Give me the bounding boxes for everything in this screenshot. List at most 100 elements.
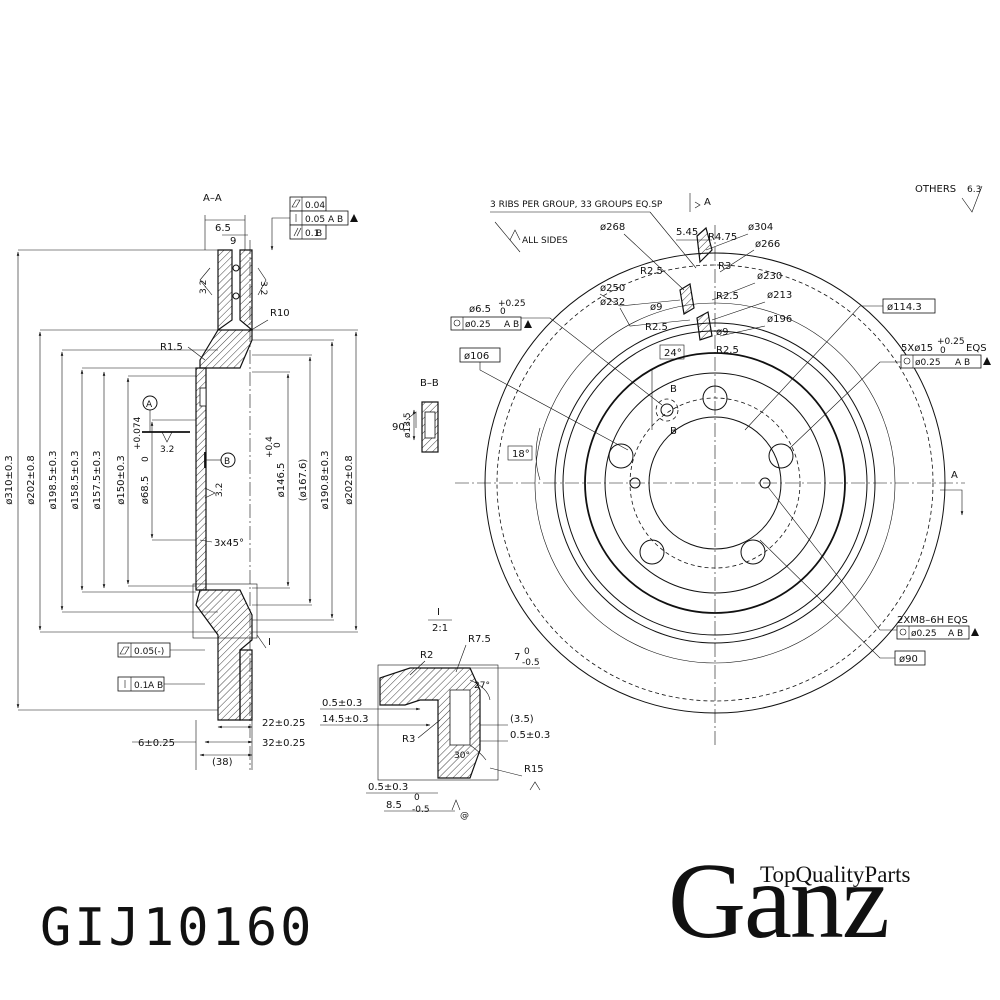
detail-dim-8-5-tol: -0.5 bbox=[412, 805, 430, 815]
datum-a-label: A bbox=[146, 400, 153, 410]
position-icon bbox=[453, 319, 461, 327]
dia-13-5: ø13.5 bbox=[403, 412, 413, 438]
others-value: 6.3 bbox=[967, 185, 981, 195]
dia-157-5: ø157.5±0.3 bbox=[92, 450, 103, 509]
angle-24: 24° bbox=[664, 348, 682, 359]
holes-5x-ref: A B bbox=[955, 358, 970, 368]
detail-r3: R3 bbox=[402, 734, 415, 745]
dia-190-8: ø190.8±0.3 bbox=[320, 450, 331, 509]
rough-a: 3.2 bbox=[160, 445, 174, 455]
gdt-runout2-value: 0.1 bbox=[134, 681, 148, 691]
gdt-runout-ref: A B bbox=[328, 215, 343, 225]
detail-dim-8-5-tol0: 0 bbox=[414, 793, 420, 803]
rough-right: 3.2 bbox=[258, 281, 268, 295]
brand-logo-name: Ganz bbox=[668, 842, 890, 961]
hole-6-5-gdt: ø0.25 bbox=[465, 320, 491, 330]
dia-268: ø268 bbox=[600, 222, 625, 233]
detail-dim-14-5: 14.5±0.3 bbox=[322, 714, 369, 725]
dia-230: ø230 bbox=[757, 271, 782, 282]
front-view: 3 RIBS PER GROUP, 33 GROUPS EQ.SP A ALL … bbox=[450, 184, 991, 745]
dia-202-left: ø202±0.8 bbox=[26, 455, 37, 505]
dia-114-3: ø114.3 bbox=[887, 302, 922, 313]
dia-90: ø90 bbox=[899, 654, 918, 665]
rough-b: 3.2 bbox=[215, 483, 225, 497]
detail-note: @ bbox=[460, 811, 469, 821]
detail-dim-7-tol0: 0 bbox=[524, 647, 530, 657]
ribs-note: 3 RIBS PER GROUP, 33 GROUPS EQ.SP bbox=[490, 200, 663, 210]
dia-68-5: ø68.5 bbox=[140, 476, 151, 504]
datum-b-label: B bbox=[224, 457, 230, 467]
detail-angle-30: 30° bbox=[454, 751, 470, 761]
brand-logo-tagline: TopQualityParts bbox=[760, 862, 911, 887]
dia-202-right: ø202±0.8 bbox=[344, 455, 355, 505]
r3-front: R3 bbox=[718, 261, 731, 272]
dia-146-5-tol0: 0 bbox=[273, 442, 283, 448]
detail-dim-0-5-b: 0.5±0.3 bbox=[510, 730, 550, 741]
detail-dim-7-tol: -0.5 bbox=[522, 658, 540, 668]
section-bb-title: B–B bbox=[420, 378, 439, 389]
detail-dim-8-5: 8.5 bbox=[386, 800, 402, 811]
thread-note: 2XM8–6H EQS bbox=[897, 615, 968, 626]
detail-i-view: I 2:1 R2 R7.5 7 -0.5 0 27° 0.5±0.3 14.5±… bbox=[320, 607, 550, 821]
hole-6-5-tol: +0.25 bbox=[498, 299, 526, 309]
dia-266: ø266 bbox=[755, 239, 780, 250]
holes-5x-gdt: ø0.25 bbox=[915, 358, 941, 368]
dia-150: ø150±0.3 bbox=[116, 455, 127, 505]
dia-250: ø250 bbox=[600, 283, 625, 294]
dia-304: ø304 bbox=[748, 222, 773, 233]
dia-146-5: ø146.5 bbox=[276, 463, 287, 498]
angle-90: 90° bbox=[392, 422, 410, 433]
holes-5x: 5Xø15 bbox=[901, 343, 933, 354]
angle-18: 18° bbox=[512, 449, 530, 460]
r1-5-label: R1.5 bbox=[160, 342, 183, 353]
detail-r7-5: R7.5 bbox=[468, 634, 491, 645]
holes-5x-eqs: EQS bbox=[966, 343, 987, 354]
r2-5-d: R2.5 bbox=[716, 345, 739, 356]
dia-310: ø310±0.3 bbox=[4, 455, 15, 505]
dia-68-5-tol0: 0 bbox=[141, 456, 151, 462]
r2-5-c: R2.5 bbox=[645, 322, 668, 333]
gdt-flat2-value: 0.05(-) bbox=[134, 647, 164, 657]
dia-198-5: ø198.5±0.3 bbox=[48, 450, 59, 509]
r4-75: R4.75 bbox=[708, 232, 737, 243]
dia-68-5-tol: +0.074 bbox=[133, 416, 143, 450]
part-number: GIJ10160 bbox=[40, 898, 315, 958]
parallel-icon bbox=[293, 227, 299, 237]
detail-i-scale: 2:1 bbox=[432, 623, 448, 634]
thread-ref: A B bbox=[948, 629, 963, 639]
detail-angle-27: 27° bbox=[474, 681, 490, 691]
dia-196: ø196 bbox=[767, 314, 792, 325]
dia-213: ø213 bbox=[767, 290, 792, 301]
hat-transition bbox=[199, 329, 253, 369]
dim-5-45: 5.45 bbox=[676, 227, 698, 238]
gdt-runout2-ref: A B bbox=[148, 681, 163, 691]
gdt-runout-value: 0.05 bbox=[305, 215, 325, 225]
all-sides-label: ALL SIDES bbox=[522, 236, 568, 246]
chamfer-label: 3x45° bbox=[214, 538, 244, 549]
detail-r2: R2 bbox=[420, 650, 433, 661]
dim-22: 22±0.25 bbox=[262, 718, 305, 729]
dia-9-b: ø9 bbox=[716, 327, 728, 338]
dim-9: 9 bbox=[230, 236, 236, 247]
r10-label: R10 bbox=[270, 308, 290, 319]
thread-gdt: ø0.25 bbox=[911, 629, 937, 639]
hole-6-5-tol0: 0 bbox=[500, 307, 506, 317]
section-a-label-right: A bbox=[951, 470, 958, 481]
dia-232: ø232 bbox=[600, 297, 625, 308]
dim-38: (38) bbox=[212, 757, 233, 768]
section-bb-view: B–B 90° ø13.5 bbox=[392, 378, 439, 453]
r2-5-b: R2.5 bbox=[716, 291, 739, 302]
hole-6-5: ø6.5 bbox=[469, 304, 491, 315]
hole-6-5-ref: A B bbox=[504, 320, 519, 330]
dim-6-5: 6.5 bbox=[215, 223, 231, 234]
detail-dim-7: 7 bbox=[514, 652, 520, 663]
gdt-parallel-value: 0.1 bbox=[305, 229, 319, 239]
rough-left: 3.2 bbox=[199, 280, 209, 294]
b-top-label: B bbox=[670, 384, 677, 395]
detail-dim-3-5: (3.5) bbox=[510, 714, 534, 725]
section-aa-title: A–A bbox=[203, 193, 222, 204]
detail-dim-0-5-c: 0.5±0.3 bbox=[368, 782, 408, 793]
detail-r15: R15 bbox=[524, 764, 544, 775]
dia-9-a: ø9 bbox=[650, 302, 662, 313]
